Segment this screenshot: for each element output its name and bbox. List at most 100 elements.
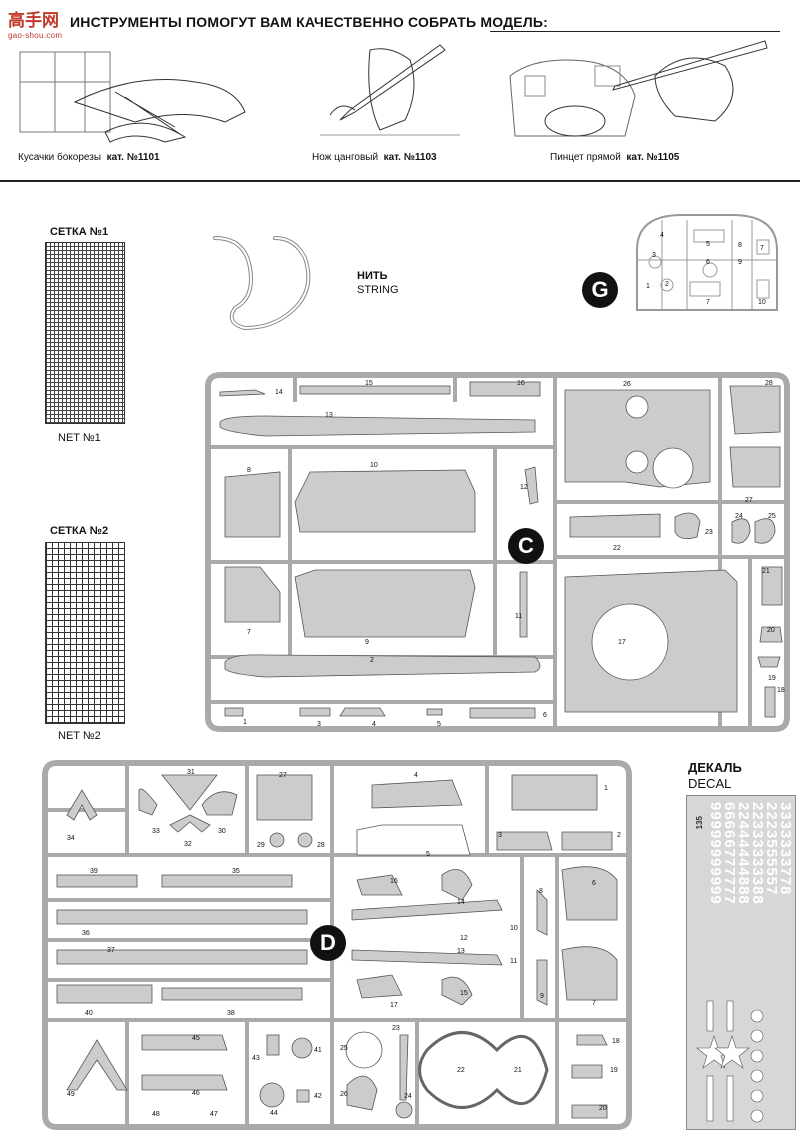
tweezers-illustration (509, 40, 768, 137)
title-rule (490, 31, 780, 32)
svg-text:15: 15 (365, 380, 373, 387)
knife-illustration (320, 44, 460, 136)
tool-cutters: Кусачки бокорезы кат. №1101 (18, 152, 160, 163)
net1-mesh (45, 242, 125, 424)
tool-knife: Нож цанговый кат. №1103 (312, 152, 437, 163)
svg-text:24: 24 (735, 513, 743, 520)
tool-cat: кат. №1105 (626, 152, 680, 163)
net1-caption: NET №1 (58, 432, 101, 444)
decal-row-6: 99999999999 (707, 802, 724, 905)
net2-title: СЕТКА №2 (50, 525, 109, 537)
svg-text:2: 2 (665, 281, 669, 288)
svg-text:30: 30 (218, 828, 226, 835)
svg-text:34: 34 (67, 835, 75, 842)
tools-title: ИНСТРУМЕНТЫ ПОМОГУТ ВАМ КАЧЕСТВЕННО СОБР… (70, 14, 548, 30)
string-caption: STRING (357, 284, 399, 296)
tools-header: 高手网 gao-shou.com ИНСТРУМЕНТЫ ПОМОГУТ ВАМ… (0, 0, 800, 182)
site-logo: 高手网 gao-shou.com (8, 6, 68, 40)
svg-text:17: 17 (618, 639, 626, 646)
svg-text:13: 13 (457, 948, 465, 955)
svg-text:46: 46 (192, 1090, 200, 1097)
svg-text:1: 1 (646, 283, 650, 290)
svg-text:25: 25 (340, 1045, 348, 1052)
sprue-d-badge: D (310, 925, 346, 961)
svg-text:19: 19 (610, 1067, 618, 1074)
decal-caption: DECAL (688, 776, 732, 791)
svg-text:8: 8 (539, 888, 543, 895)
sprue-c-badge: C (508, 528, 544, 564)
svg-text:9: 9 (540, 993, 544, 1000)
svg-text:14: 14 (457, 899, 465, 906)
svg-text:27: 27 (279, 772, 287, 779)
tool-cat: кат. №1101 (106, 152, 160, 163)
svg-text:18: 18 (612, 1038, 620, 1045)
svg-text:7: 7 (247, 629, 251, 636)
decal-code: 135 (695, 816, 704, 830)
svg-text:9: 9 (738, 259, 742, 266)
svg-text:7: 7 (760, 245, 764, 252)
svg-text:1: 1 (604, 785, 608, 792)
svg-text:11: 11 (515, 613, 522, 620)
tool-name: Кусачки бокорезы (18, 152, 102, 163)
svg-text:8: 8 (247, 467, 251, 474)
svg-text:11: 11 (510, 958, 517, 965)
decal-row-4: 22444444888 (735, 802, 752, 905)
logo-url: gao-shou.com (8, 31, 63, 40)
svg-text:42: 42 (314, 1093, 322, 1100)
sprue-g-badge: G (582, 272, 618, 308)
string-drawing (213, 236, 311, 331)
svg-text:4: 4 (414, 772, 418, 779)
svg-text:3: 3 (498, 832, 502, 839)
svg-text:44: 44 (270, 1110, 278, 1117)
svg-text:20: 20 (599, 1105, 607, 1112)
cutters-illustration (19, 51, 246, 143)
svg-text:45: 45 (192, 1035, 200, 1042)
svg-text:39: 39 (90, 868, 98, 875)
svg-text:41: 41 (314, 1047, 322, 1054)
svg-text:31: 31 (187, 769, 195, 776)
svg-text:4: 4 (372, 721, 376, 728)
svg-text:47: 47 (210, 1111, 218, 1118)
svg-text:2: 2 (370, 657, 374, 664)
svg-text:21: 21 (762, 568, 770, 575)
svg-text:1: 1 (243, 719, 247, 726)
svg-text:36: 36 (82, 930, 90, 937)
string-title: НИТЬ (357, 270, 388, 282)
net2-caption: NET №2 (58, 730, 101, 742)
svg-text:23: 23 (705, 529, 713, 536)
svg-text:16: 16 (517, 380, 525, 387)
svg-text:17: 17 (390, 1002, 398, 1009)
svg-text:10: 10 (370, 462, 378, 469)
decal-row-5: 66666777777 (721, 802, 738, 905)
svg-text:28: 28 (317, 842, 325, 849)
svg-text:19: 19 (768, 675, 776, 682)
svg-text:4: 4 (660, 232, 664, 239)
svg-text:12: 12 (460, 935, 468, 942)
decal-sheet: 135 3333333778 2223555557 22333333388 22… (686, 795, 796, 1130)
svg-text:23: 23 (392, 1025, 400, 1032)
tool-name: Пинцет прямой (550, 152, 621, 163)
tool-name: Нож цанговый (312, 152, 379, 163)
svg-text:28: 28 (765, 380, 773, 387)
svg-text:38: 38 (227, 1010, 235, 1017)
svg-text:9: 9 (365, 639, 369, 646)
svg-text:2: 2 (617, 832, 621, 839)
svg-text:24: 24 (404, 1093, 412, 1100)
net1-title: СЕТКА №1 (50, 226, 109, 238)
svg-text:48: 48 (152, 1111, 160, 1118)
decal-title: ДЕКАЛЬ (688, 760, 742, 775)
svg-text:13: 13 (325, 412, 333, 419)
svg-text:43: 43 (252, 1055, 260, 1062)
svg-text:20: 20 (767, 627, 775, 634)
svg-text:3: 3 (317, 721, 321, 728)
svg-text:22: 22 (457, 1067, 465, 1074)
svg-text:15: 15 (460, 990, 468, 997)
svg-text:35: 35 (232, 868, 240, 875)
svg-text:25: 25 (768, 513, 776, 520)
svg-text:6: 6 (706, 259, 710, 266)
